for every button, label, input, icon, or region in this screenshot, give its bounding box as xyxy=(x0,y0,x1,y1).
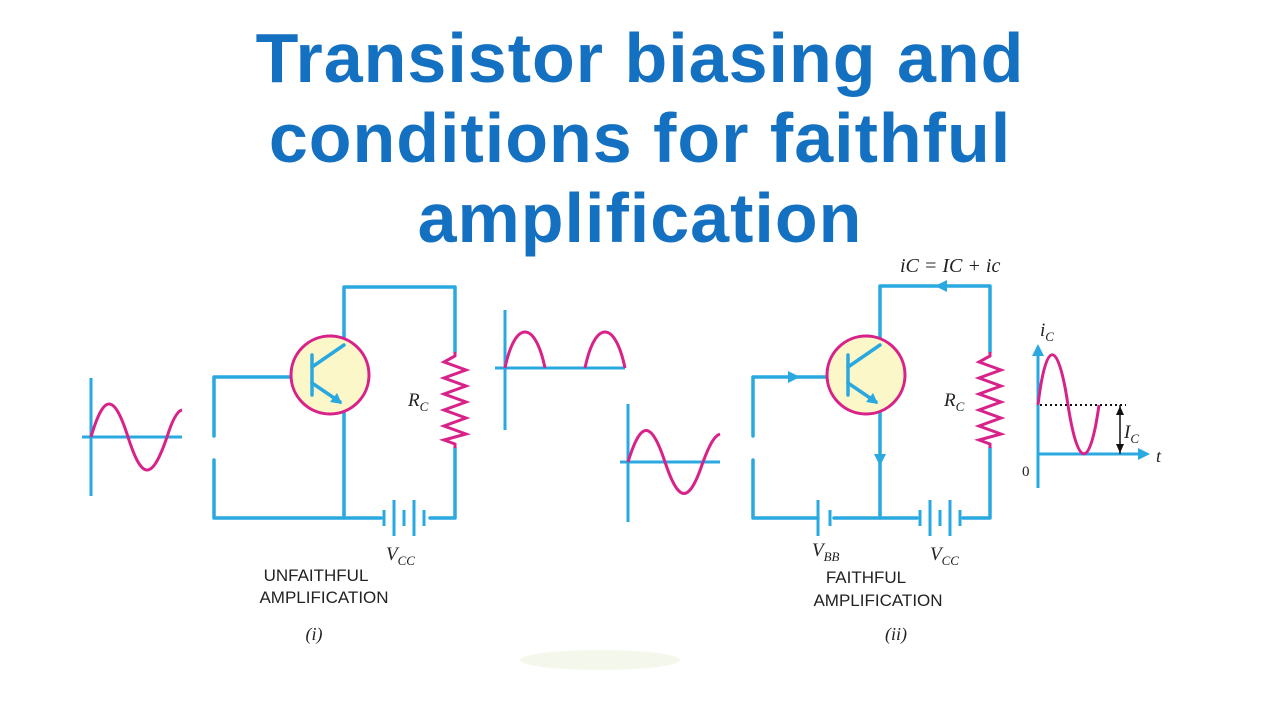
right-input-signal-graph xyxy=(620,404,721,522)
right-caption-line-2: AMPLIFICATION xyxy=(813,591,942,610)
left-rc-label: RC xyxy=(407,390,429,414)
right-figure-number: (ii) xyxy=(885,624,907,645)
left-transistor xyxy=(289,334,371,416)
left-battery-vcc xyxy=(382,500,426,536)
faithful-circuit: iC = IC + ic RC VBB xyxy=(751,255,1006,645)
unfaithful-circuit: RC VCC UNFAITHFUL AMPLIFICATION (i) xyxy=(82,285,627,645)
graph-y-axis-label: iC xyxy=(1040,320,1054,344)
right-battery-vcc xyxy=(918,500,962,536)
page-title: Transistor biasing and conditions for fa… xyxy=(0,18,1280,258)
right-vbb-label: VBB xyxy=(812,540,840,564)
collector-current-graph: iC IC t 0 xyxy=(1022,320,1162,488)
title-line-3: amplification xyxy=(417,179,863,257)
left-wires xyxy=(212,285,457,520)
base-current-arrow xyxy=(788,371,800,383)
right-battery-vbb xyxy=(816,500,832,536)
right-transistor xyxy=(825,334,907,416)
left-input-signal-graph xyxy=(82,378,183,496)
right-rc-label: RC xyxy=(943,390,965,414)
left-output-signal-graph xyxy=(495,310,627,430)
current-equation: iC = IC + ic xyxy=(900,255,1000,277)
left-caption-line-2: AMPLIFICATION xyxy=(259,588,388,607)
graph-dc-level-label: IC xyxy=(1123,422,1139,446)
title-line-2: conditions for faithful xyxy=(268,99,1012,177)
emitter-current-arrow xyxy=(874,454,886,466)
right-vcc-label: VCC xyxy=(930,544,959,568)
title-line-1: Transistor biasing and xyxy=(255,19,1025,97)
background-smudge xyxy=(520,650,680,670)
graph-x-axis-label: t xyxy=(1156,446,1162,466)
left-vcc-label: VCC xyxy=(386,544,415,568)
left-figure-number: (i) xyxy=(306,624,323,645)
right-caption-line-1: FAITHFUL xyxy=(826,568,906,587)
left-resistor-rc xyxy=(439,352,471,448)
graph-origin-label: 0 xyxy=(1022,464,1030,480)
right-resistor-rc xyxy=(974,352,1006,448)
collector-current-arrow xyxy=(935,280,947,292)
left-caption-line-1: UNFAITHFUL xyxy=(264,566,369,585)
